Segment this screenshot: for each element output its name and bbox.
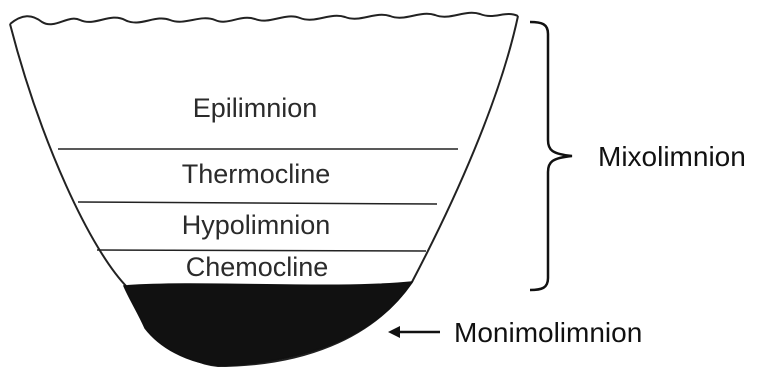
mixolimnion-label: Mixolimnion bbox=[598, 141, 746, 172]
chemocline-label: Chemocline bbox=[186, 252, 329, 282]
thermocline-label: Thermocline bbox=[182, 159, 331, 189]
epilimnion-label: Epilimnion bbox=[193, 93, 318, 123]
hypolimnion-chemocline-boundary bbox=[97, 250, 426, 251]
water-surface bbox=[10, 13, 518, 25]
thermocline-hypolimnion-boundary bbox=[78, 202, 437, 204]
hypolimnion-label: Hypolimnion bbox=[182, 210, 331, 240]
mixolimnion-brace bbox=[530, 22, 572, 290]
monimolimnion-arrow-head bbox=[388, 326, 400, 338]
monimolimnion-label: Monimolimnion bbox=[454, 317, 642, 348]
monimolimnion-layer bbox=[124, 282, 412, 366]
